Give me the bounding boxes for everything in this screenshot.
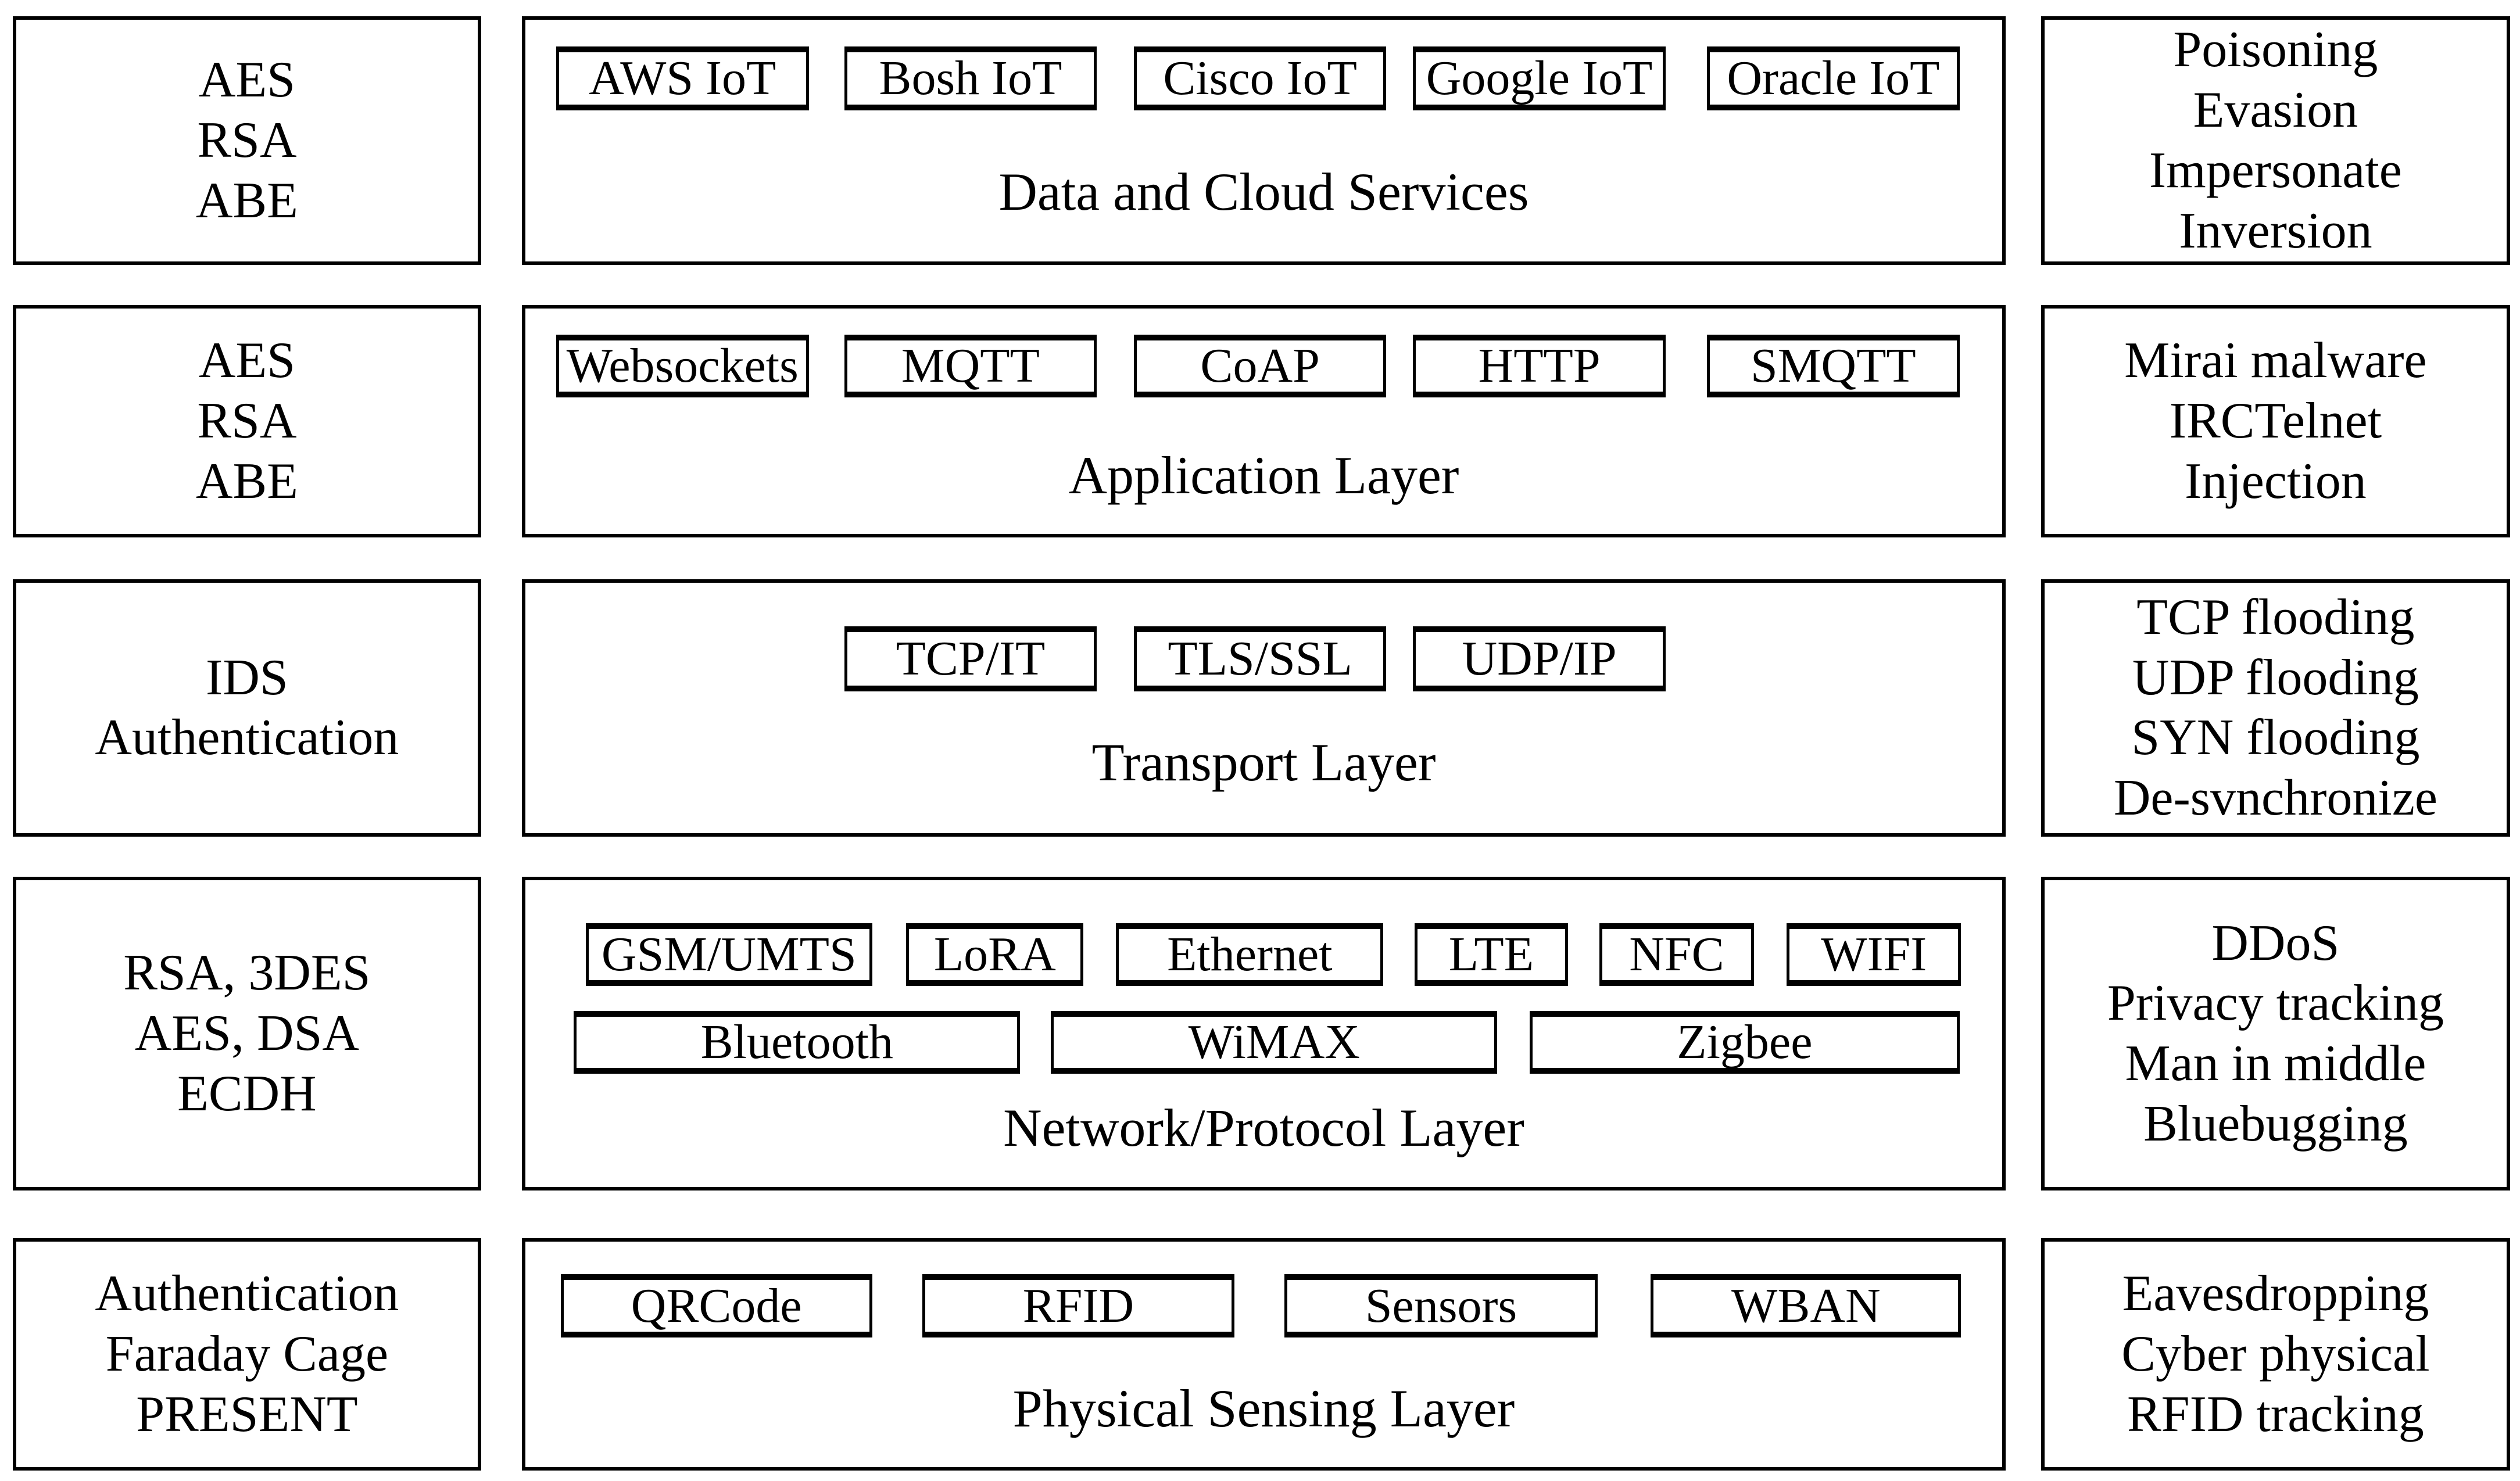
security-measures-network-text: RSA, 3DES AES, DSA ECDH xyxy=(123,945,371,1123)
physical-sensing-layer-panel: QRCode RFID Sensors WBAN Physical Sensin… xyxy=(521,1238,2006,1471)
sensors-box: Sensors xyxy=(1284,1274,1598,1337)
transport-layer-panel: TCP/IT TLS/SSL UDP/IP Transport Layer xyxy=(521,579,2006,837)
attacks-cloud-panel: Poisoning Evasion Impersonate Inversion xyxy=(2041,16,2510,266)
qrcode-box: QRCode xyxy=(560,1274,872,1337)
application-layer-panel: Websockets MQTT CoAP HTTP SMQTT Applicat… xyxy=(521,305,2006,538)
security-measures-application-text: AES RSA ABE xyxy=(195,332,298,510)
network-protocol-layer-caption: Network/Protocol Layer xyxy=(1003,1098,1524,1158)
transport-layer-caption: Transport Layer xyxy=(1091,732,1436,792)
tls-ssl-box: TLS/SSL xyxy=(1133,626,1387,692)
ethernet-box: Ethernet xyxy=(1116,923,1384,987)
smqtt-box: SMQTT xyxy=(1707,334,1960,398)
rfid-box: RFID xyxy=(922,1274,1234,1337)
attacks-application-text: Mirai malware IRCTelnet Injection xyxy=(2124,332,2427,510)
udp-ip-box: UDP/IP xyxy=(1413,626,1666,692)
data-cloud-services-caption: Data and Cloud Services xyxy=(998,162,1529,221)
bosh-iot-box: Bosh IoT xyxy=(844,46,1097,111)
data-cloud-services-layer-panel: AWS IoT Bosh IoT Cisco IoT Google IoT Or… xyxy=(521,16,2006,266)
security-measures-transport-panel: IDS Authentication xyxy=(12,579,482,837)
gsm-umts-box: GSM/UMTS xyxy=(585,923,872,987)
security-measures-application-panel: AES RSA ABE xyxy=(12,305,482,538)
nfc-box: NFC xyxy=(1599,923,1755,987)
attacks-transport-text: TCP flooding UDP flooding SYN flooding D… xyxy=(2113,589,2437,827)
attacks-physical-panel: Eavesdropping Cyber physical RFID tracki… xyxy=(2041,1238,2510,1471)
security-measures-network-panel: RSA, 3DES AES, DSA ECDH xyxy=(12,877,482,1191)
attacks-network-panel: DDoS Privacy tracking Man in middle Blue… xyxy=(2041,877,2510,1191)
bluetooth-box: Bluetooth xyxy=(574,1010,1021,1074)
google-iot-box: Google IoT xyxy=(1413,46,1666,111)
physical-sensing-layer-caption: Physical Sensing Layer xyxy=(1012,1378,1515,1438)
network-protocol-layer-panel: GSM/UMTS LoRA Ethernet LTE NFC WIFI Blue… xyxy=(521,877,2006,1191)
attacks-cloud-text: Poisoning Evasion Impersonate Inversion xyxy=(2149,21,2402,259)
coap-box: CoAP xyxy=(1133,334,1387,398)
security-measures-physical-panel: Authentication Faraday Cage PRESENT xyxy=(12,1238,482,1471)
lte-box: LTE xyxy=(1414,923,1569,987)
attacks-network-text: DDoS Privacy tracking Man in middle Blue… xyxy=(2107,915,2444,1153)
application-layer-caption: Application Layer xyxy=(1068,445,1459,505)
tcp-it-box: TCP/IT xyxy=(844,626,1097,692)
security-measures-transport-text: IDS Authentication xyxy=(95,649,399,766)
wimax-box: WiMAX xyxy=(1051,1010,1498,1074)
wifi-box: WIFI xyxy=(1787,923,1961,987)
security-measures-cloud-text: AES RSA ABE xyxy=(195,52,298,229)
mqtt-box: MQTT xyxy=(844,334,1097,398)
attacks-application-panel: Mirai malware IRCTelnet Injection xyxy=(2041,305,2510,538)
websockets-box: Websockets xyxy=(556,334,809,398)
security-measures-physical-text: Authentication Faraday Cage PRESENT xyxy=(95,1265,399,1443)
attacks-physical-text: Eavesdropping Cyber physical RFID tracki… xyxy=(2121,1265,2430,1443)
zigbee-box: Zigbee xyxy=(1530,1010,1960,1074)
cisco-iot-box: Cisco IoT xyxy=(1133,46,1387,111)
http-box: HTTP xyxy=(1413,334,1666,398)
lora-box: LoRA xyxy=(906,923,1084,987)
security-measures-cloud-panel: AES RSA ABE xyxy=(12,16,482,266)
oracle-iot-box: Oracle IoT xyxy=(1707,46,1960,111)
attacks-transport-panel: TCP flooding UDP flooding SYN flooding D… xyxy=(2041,579,2510,837)
wban-box: WBAN xyxy=(1651,1274,1961,1337)
aws-iot-box: AWS IoT xyxy=(556,46,809,111)
